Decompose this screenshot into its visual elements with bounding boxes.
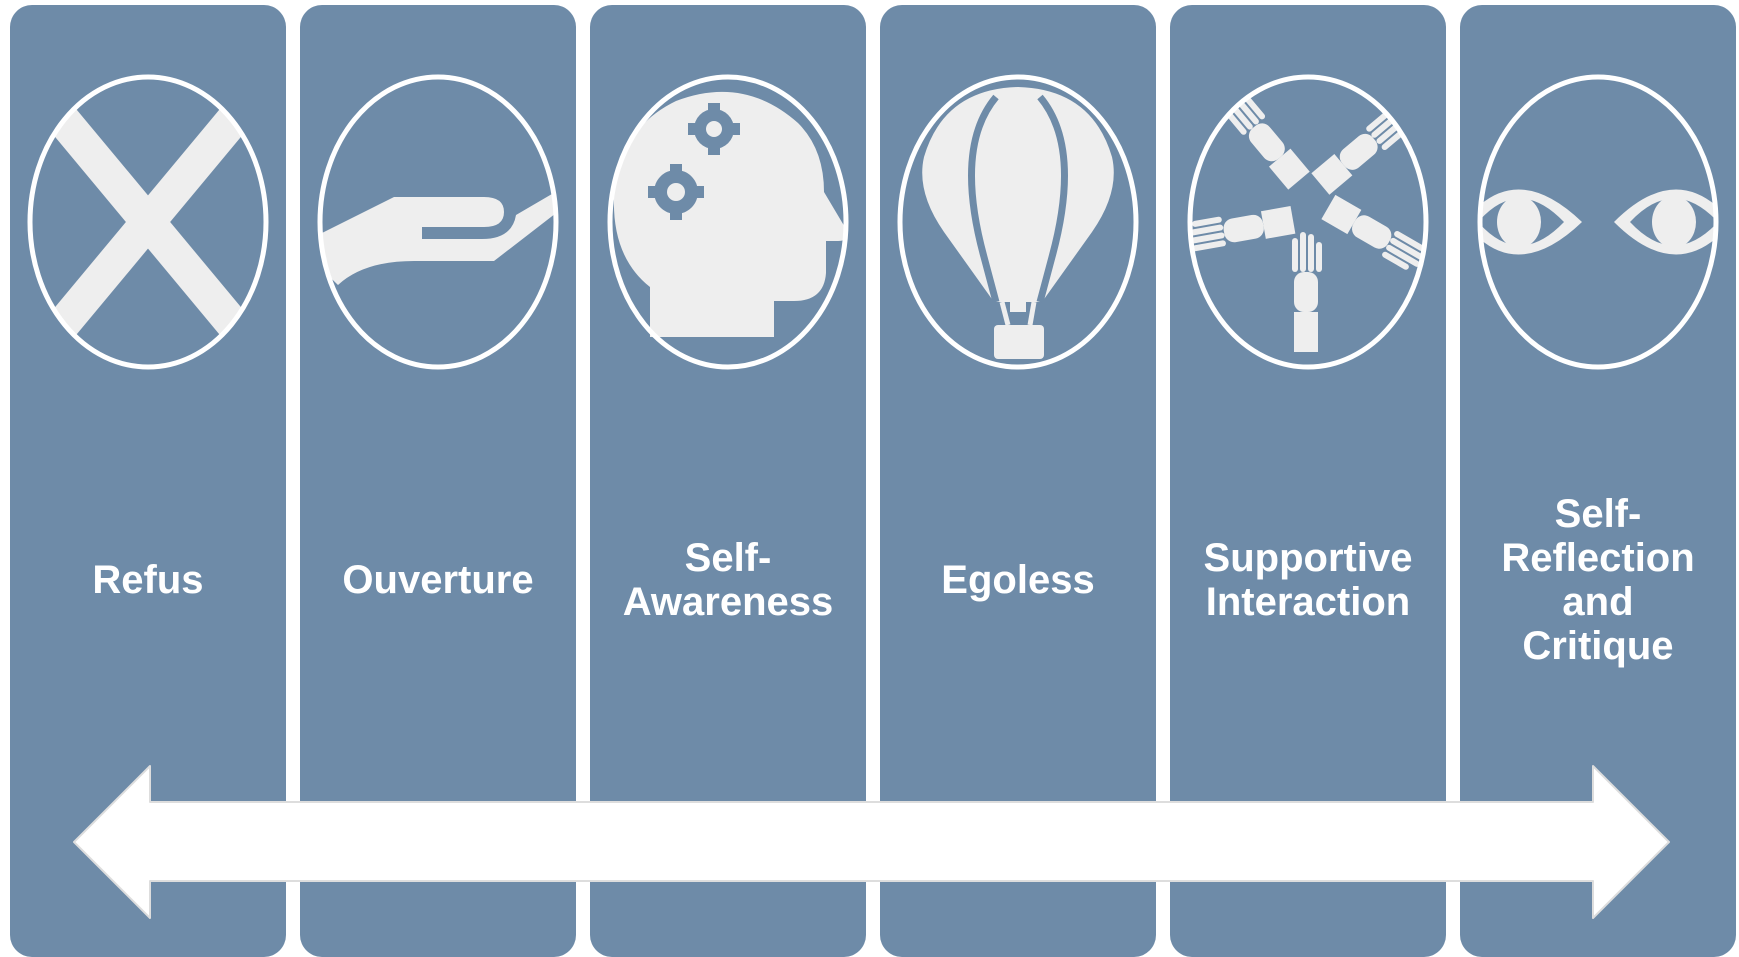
stage-label: Self- Reflection and Critique [1501, 492, 1695, 668]
head-gears-icon [594, 57, 862, 387]
x-mark-icon [14, 57, 282, 387]
stage-label: Ouverture [342, 558, 534, 602]
stage-column-supportive-interaction: Supportive Interaction [1170, 5, 1446, 957]
stage-label: Self- Awareness [622, 536, 834, 624]
stage-column-ouverture: Ouverture [300, 5, 576, 957]
stage-column-egoless: Egoless [880, 5, 1156, 957]
stage-column-refus: Refus [10, 5, 286, 957]
stage-column-self-reflection: Self- Reflection and Critique [1460, 5, 1736, 957]
stage-label: Supportive Interaction [1203, 536, 1413, 624]
eyes-icon [1464, 57, 1732, 387]
stage-label: Egoless [941, 558, 1095, 602]
hands-circle-icon [1174, 57, 1442, 387]
hot-air-balloon-icon [884, 57, 1152, 387]
open-hand-icon [304, 57, 572, 387]
stage-label: Refus [92, 558, 204, 602]
stage-column-self-awareness: Self- Awareness [590, 5, 866, 957]
